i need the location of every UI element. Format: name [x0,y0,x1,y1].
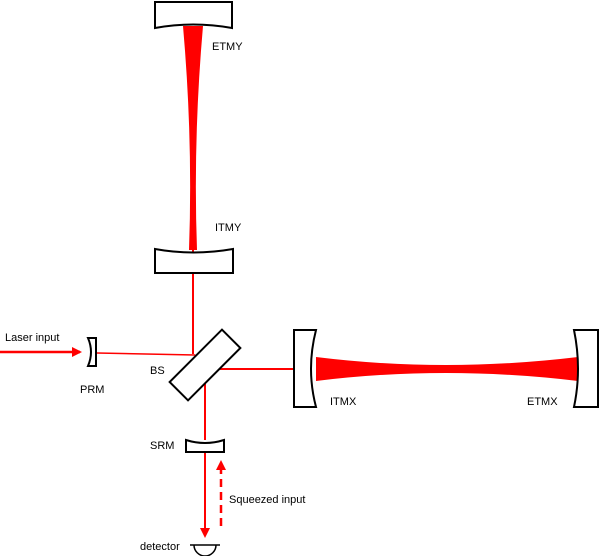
beam-y-arm-cavity [183,26,203,250]
label-etmx: ETMX [527,396,558,408]
beam-prm-to-bs [96,352,196,356]
optics [86,1,599,556]
beams [0,26,578,538]
srm-mirror [185,438,225,453]
etmy-mirror [154,1,233,30]
label-srm: SRM [150,440,174,452]
detector-icon [193,544,217,556]
itmy-mirror [154,247,234,274]
label-bs: BS [150,365,165,377]
label-laser-input: Laser input [5,332,59,344]
label-itmy: ITMY [215,222,242,234]
label-squeezed-input: Squeezed input [229,494,305,506]
prm-mirror [86,337,97,367]
label-etmy: ETMY [212,41,243,53]
bs-mirror [168,328,242,402]
label-detector: detector [140,541,180,553]
label-itmx: ITMX [330,396,357,408]
label-prm: PRM [80,384,104,396]
etmx-mirror [572,329,599,408]
beam-x-arm-cavity [316,357,578,381]
labels: ETMY ITMY Laser input PRM BS ITMX ETMX S… [5,41,558,553]
itmx-mirror [293,329,318,408]
